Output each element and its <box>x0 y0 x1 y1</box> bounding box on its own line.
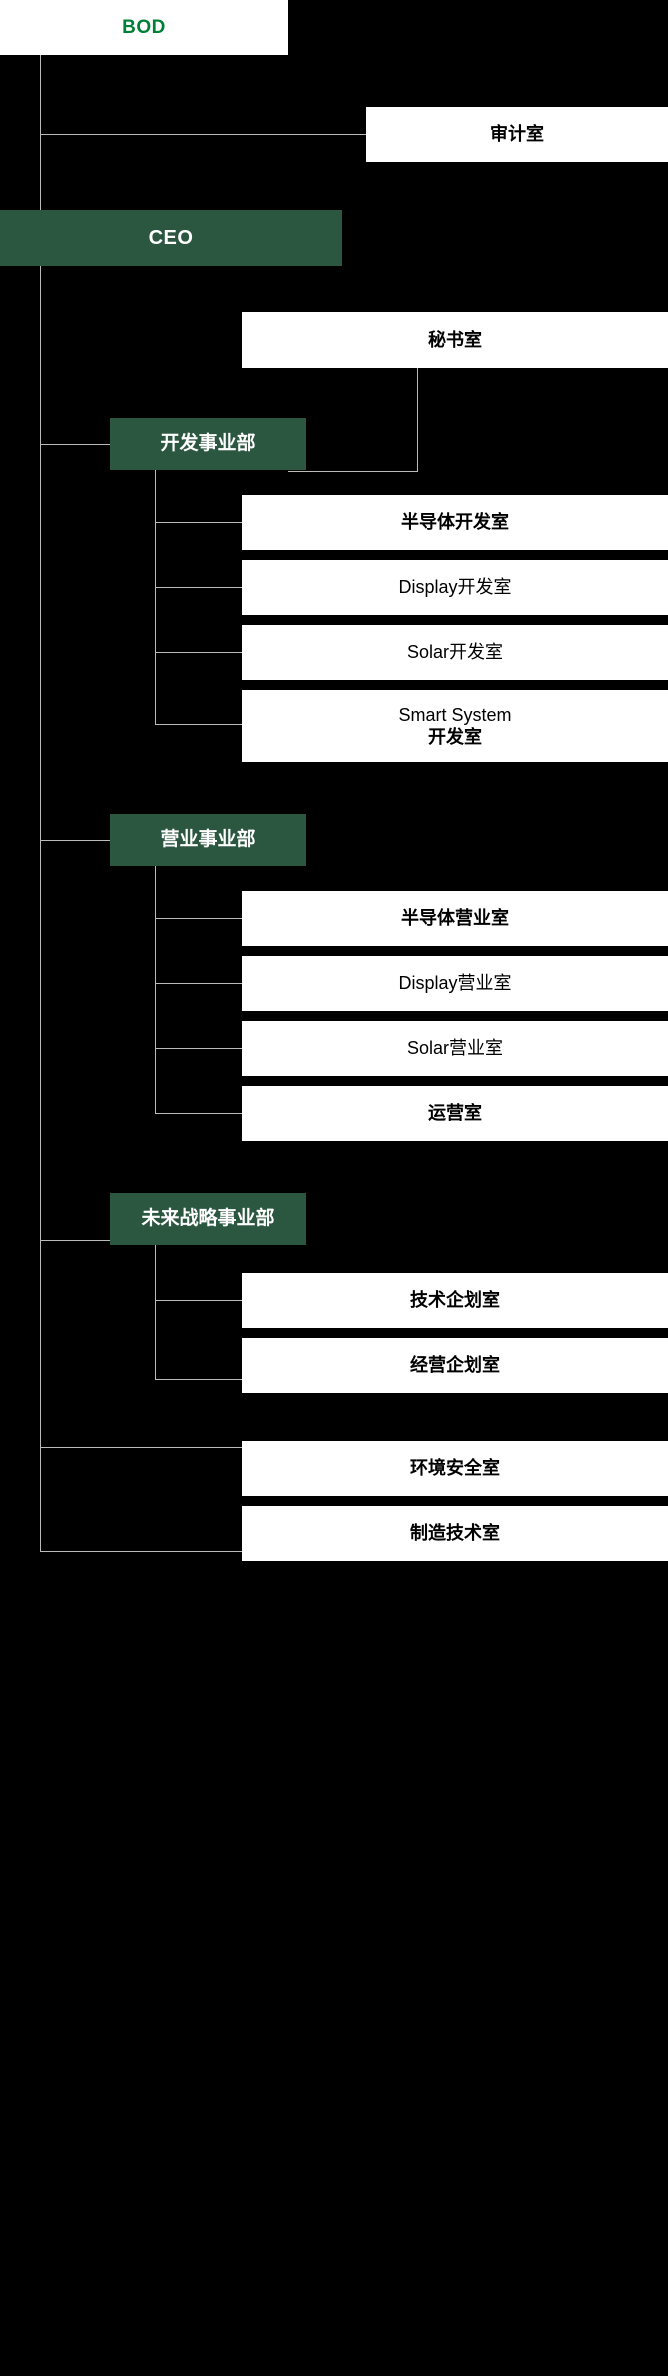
node-mfg-tech-label: 制造技术室 <box>410 1523 500 1544</box>
connector-bod-to-ceo <box>40 134 41 212</box>
node-future-division[interactable]: 未来战略事业部 <box>110 1193 306 1245</box>
connector-ceo-to-future <box>40 1240 111 1241</box>
node-dev-division[interactable]: 开发事业部 <box>110 418 306 470</box>
node-env-safety-label: 环境安全室 <box>410 1458 500 1479</box>
node-dev-display[interactable]: Display开发室 <box>242 560 668 615</box>
node-bod-label: BOD <box>122 16 166 38</box>
node-dev-solar-label: Solar开发室 <box>406 642 504 663</box>
node-secretary-office-label: 秘书室 <box>428 329 482 350</box>
connector-future-child-1 <box>155 1300 243 1301</box>
node-future-tech-plan[interactable]: 技术企划室 <box>242 1273 668 1328</box>
node-sales-solar[interactable]: Solar营业室 <box>242 1021 668 1076</box>
node-sales-semiconductor[interactable]: 半导体营业室 <box>242 891 668 946</box>
connector-bod-to-audit <box>40 134 367 135</box>
connector-sales-child-4 <box>155 1113 243 1114</box>
connector-bod-spine <box>40 55 41 135</box>
node-audit-office[interactable]: 审计室 <box>366 107 668 162</box>
connector-dev-child-3 <box>155 652 243 653</box>
node-future-division-label: 未来战略事业部 <box>141 1208 275 1230</box>
node-dev-smart-system[interactable]: Smart System 开发室 <box>242 690 668 762</box>
connector-dev-spine <box>155 470 156 725</box>
node-audit-office-label: 审计室 <box>490 124 544 145</box>
connector-ceo-spine <box>40 265 41 1448</box>
connector-sales-spine <box>155 866 156 1114</box>
node-dev-semiconductor[interactable]: 半导体开发室 <box>242 495 668 550</box>
node-dev-display-label: Display开发室 <box>398 577 512 598</box>
connector-ceo-to-env <box>40 1447 342 1448</box>
node-ceo-label: CEO <box>148 226 194 249</box>
connector-dev-child-4 <box>155 724 243 725</box>
connector-future-child-2 <box>155 1379 243 1380</box>
node-sales-operation[interactable]: 运营室 <box>242 1086 668 1141</box>
node-dev-solar[interactable]: Solar开发室 <box>242 625 668 680</box>
node-dev-smart-system-label-line2: 开发室 <box>428 727 482 747</box>
node-sales-display[interactable]: Display营业室 <box>242 956 668 1011</box>
node-future-mgmt-plan[interactable]: 经营企划室 <box>242 1338 668 1393</box>
connector-secretary-in <box>288 471 418 472</box>
node-sales-division[interactable]: 营业事业部 <box>110 814 306 866</box>
connector-future-spine <box>155 1245 156 1380</box>
node-future-tech-plan-label: 技术企划室 <box>410 1290 500 1311</box>
node-dev-division-label: 开发事业部 <box>160 433 256 455</box>
node-sales-solar-label: Solar营业室 <box>406 1038 504 1059</box>
connector-ceo-to-sales <box>40 840 111 841</box>
node-env-safety[interactable]: 环境安全室 <box>242 1441 668 1496</box>
node-ceo[interactable]: CEO <box>0 210 342 266</box>
node-bod[interactable]: BOD <box>0 0 288 55</box>
node-sales-division-label: 营业事业部 <box>160 829 256 851</box>
node-sales-operation-label: 运营室 <box>428 1103 482 1124</box>
connector-ceo-to-mfg-v <box>40 1447 41 1552</box>
node-dev-semiconductor-label: 半导体开发室 <box>401 512 509 533</box>
connector-ceo-to-dev <box>40 444 111 445</box>
connector-sales-child-1 <box>155 918 243 919</box>
connector-ceo-to-mfg <box>40 1551 342 1552</box>
node-secretary-office[interactable]: 秘书室 <box>242 312 668 368</box>
node-sales-display-label: Display营业室 <box>398 973 512 994</box>
connector-dev-child-1 <box>155 522 243 523</box>
connector-sales-child-3 <box>155 1048 243 1049</box>
node-future-mgmt-plan-label: 经营企划室 <box>410 1355 500 1376</box>
node-dev-smart-system-label-line1: Smart System <box>398 704 512 725</box>
connector-ceo-to-secretary-v <box>417 358 418 472</box>
node-sales-semiconductor-label: 半导体营业室 <box>401 908 509 929</box>
connector-dev-child-2 <box>155 587 243 588</box>
connector-sales-child-2 <box>155 983 243 984</box>
node-mfg-tech[interactable]: 制造技术室 <box>242 1506 668 1561</box>
